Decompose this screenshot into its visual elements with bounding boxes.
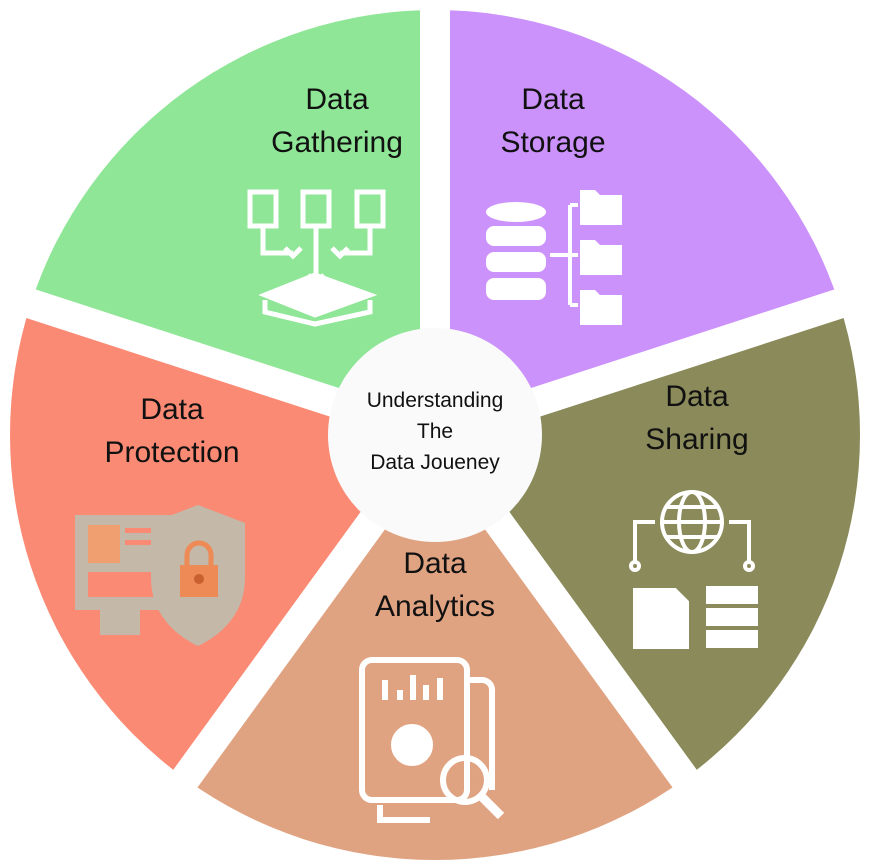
segment-analytics	[185, 435, 685, 860]
globe-share-icon	[629, 490, 758, 649]
database-folders-icon	[486, 190, 622, 325]
report-magnifier-icon	[359, 657, 505, 823]
documents-to-inbox-icon	[247, 189, 386, 327]
monitor-shield-lock-icon	[75, 505, 245, 646]
center-hub	[328, 328, 542, 542]
